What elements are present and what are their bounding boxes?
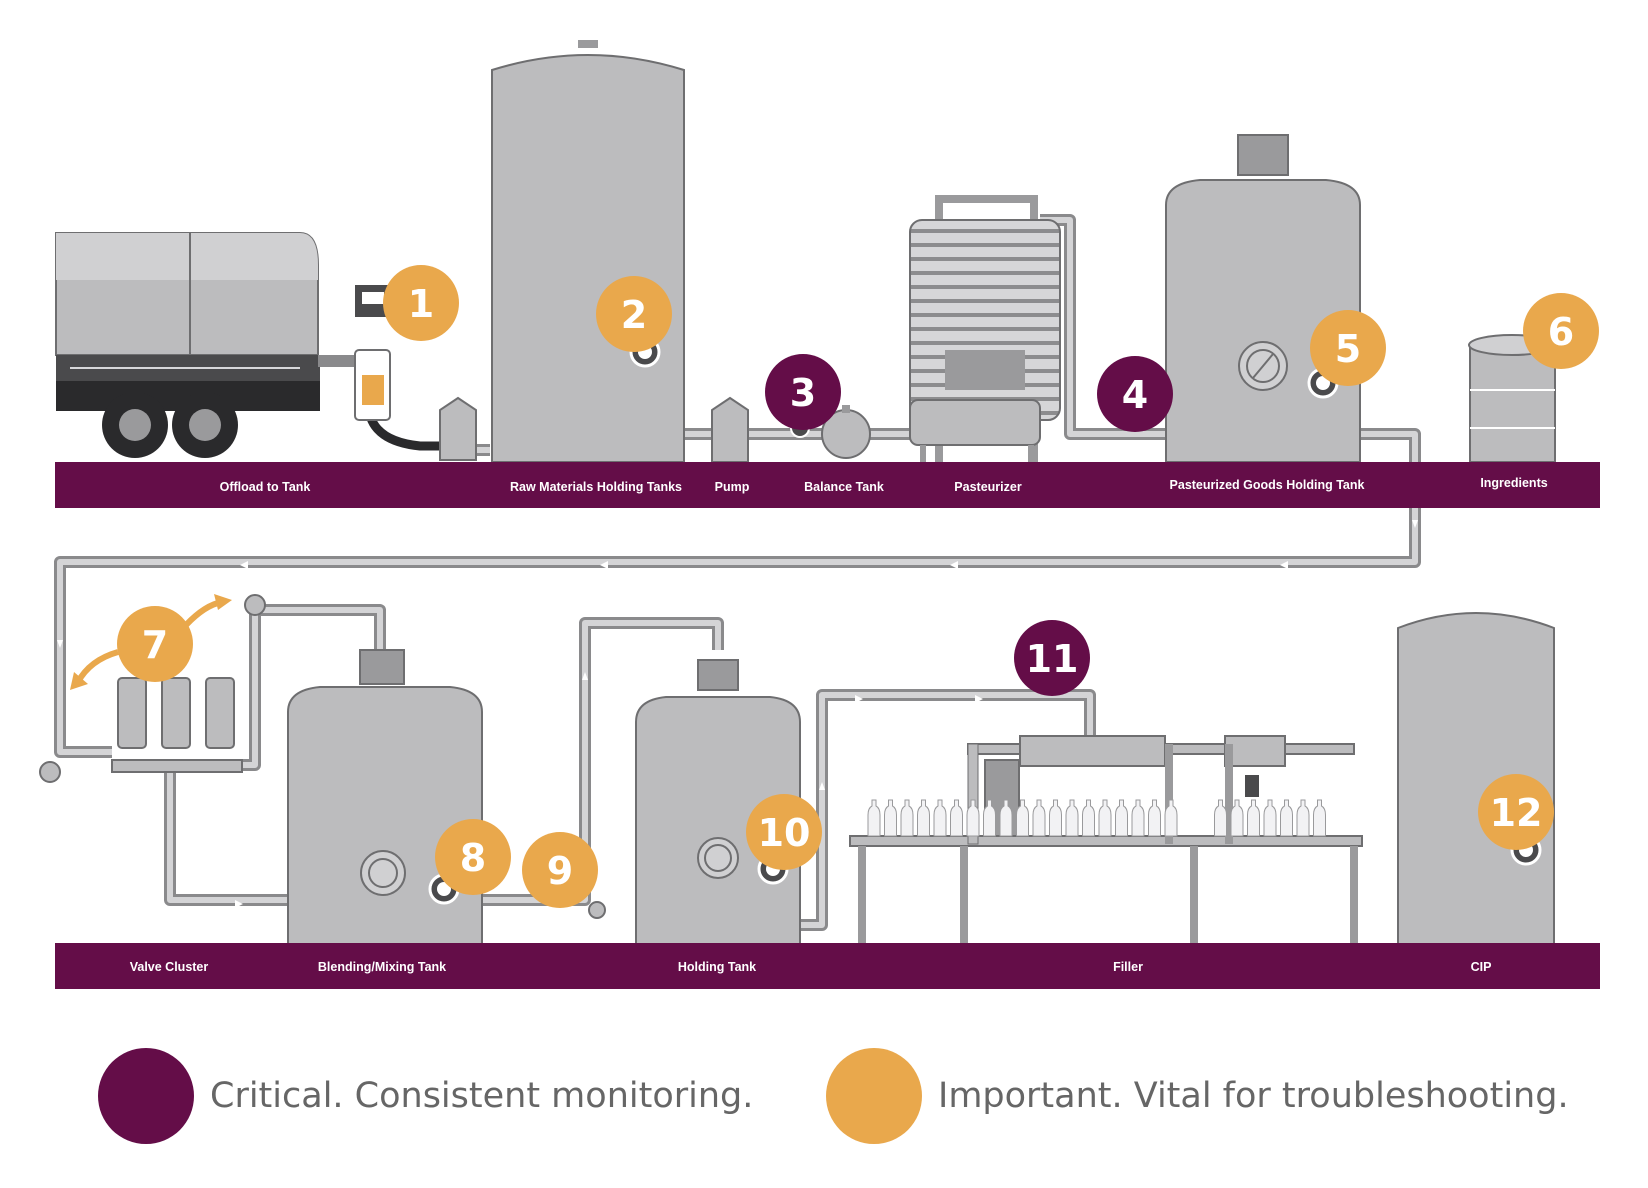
bottle-icon: [933, 799, 947, 837]
bottle-icon: [884, 799, 897, 837]
floor-labels-row1: Offload to Tank Raw Materials Holding Ta…: [220, 476, 1548, 494]
marker-4-number: 4: [1122, 373, 1148, 417]
bottle-icon: [1313, 799, 1326, 837]
legend-important-text: Important. Vital for troubleshooting.: [938, 1076, 1569, 1116]
blending-mixing-tank: [287, 649, 483, 946]
bottle-icon: [983, 799, 996, 837]
bottle-icon: [900, 799, 914, 837]
marker-7: 7: [117, 606, 193, 682]
filler-machine-icon: [849, 735, 1363, 944]
marker-9: 9: [522, 832, 598, 908]
important-dot-icon: [826, 1048, 922, 1144]
marker-5-number: 5: [1335, 327, 1361, 371]
bottle-icon: [966, 799, 980, 837]
pasteurized-goods-tank: [1165, 134, 1361, 463]
marker-10-number: 10: [758, 811, 811, 855]
label-blending-mixing-tank: Blending/Mixing Tank: [318, 960, 446, 974]
bottle-icon: [1082, 799, 1095, 837]
bottle-icon: [1016, 799, 1029, 837]
bottle-icon: [1032, 799, 1046, 837]
bottle-icon: [1065, 799, 1079, 837]
bottle-icon: [950, 799, 963, 837]
bottle-icon: [1049, 799, 1062, 837]
floor-labels-row2: Valve Cluster Blending/Mixing Tank Holdi…: [130, 960, 1492, 974]
bottle-icon: [1164, 799, 1178, 837]
marker-11: 11: [1014, 620, 1090, 696]
marker-2: 2: [596, 276, 672, 352]
raw-materials-tank: [491, 40, 685, 463]
marker-7-number: 7: [142, 623, 168, 667]
small-pump-icon: [439, 396, 477, 461]
floor-strip-row2: [55, 943, 1600, 989]
pipes-row2: [112, 604, 1096, 931]
marker-2-number: 2: [621, 293, 647, 337]
valve-cluster-icon: [39, 594, 266, 783]
marker-3: 3: [765, 354, 841, 430]
marker-12-number: 12: [1490, 791, 1543, 835]
label-balance-tank: Balance Tank: [804, 480, 884, 494]
bottle-icon: [1098, 799, 1112, 837]
pump-icon: [711, 396, 749, 463]
marker-12: 12: [1478, 774, 1554, 850]
label-filler: Filler: [1113, 960, 1143, 974]
label-pasteurizer: Pasteurizer: [954, 480, 1022, 494]
marker-8: 8: [435, 819, 511, 895]
marker-1-number: 1: [408, 282, 434, 326]
bottle-icon: [1230, 799, 1244, 837]
label-ingredients: Ingredients: [1480, 476, 1547, 490]
bottle-icon: [1263, 799, 1277, 837]
bottle-icon: [1280, 799, 1293, 837]
label-pasteurized-goods-holding-tank: Pasteurized Goods Holding Tank: [1170, 478, 1365, 492]
label-valve-cluster: Valve Cluster: [130, 960, 209, 974]
sensor-markers: 1 2 3 4 5 6 7 8 9 10 11 12: [117, 265, 1599, 908]
pasteurizer-icon: [909, 195, 1061, 463]
marker-11-number: 11: [1026, 637, 1079, 681]
bottle-icon: [1131, 799, 1145, 837]
label-offload-to-tank: Offload to Tank: [220, 480, 311, 494]
bottle-icon: [1148, 799, 1161, 837]
bottle-icon: [1296, 799, 1310, 837]
bottle-icon: [867, 799, 881, 837]
marker-4: 4: [1097, 356, 1173, 432]
legend-critical-text: Critical. Consistent monitoring.: [210, 1076, 754, 1116]
marker-8-number: 8: [460, 836, 486, 880]
bottle-icon: [1247, 799, 1260, 837]
marker-3-number: 3: [790, 371, 816, 415]
label-cip: CIP: [1471, 960, 1492, 974]
tanker-truck-icon: [55, 232, 440, 458]
critical-dot-icon: [98, 1048, 194, 1144]
marker-1: 1: [383, 265, 459, 341]
bottle-row: [867, 799, 1326, 837]
legend-important: Important. Vital for troubleshooting.: [826, 1048, 1569, 1144]
floor-strip-row1: [55, 462, 1600, 508]
bottle-icon: [1115, 799, 1128, 837]
marker-10: 10: [746, 794, 822, 870]
marker-9-number: 9: [547, 849, 573, 893]
marker-6-number: 6: [1548, 310, 1574, 354]
marker-5: 5: [1310, 310, 1386, 386]
cip-tank: [1397, 612, 1555, 946]
legend-critical: Critical. Consistent monitoring.: [98, 1048, 753, 1144]
marker-6: 6: [1523, 293, 1599, 369]
bottle-icon: [917, 799, 930, 837]
label-pump: Pump: [715, 480, 750, 494]
label-raw-materials-holding-tanks: Raw Materials Holding Tanks: [510, 480, 682, 494]
label-holding-tank: Holding Tank: [678, 960, 756, 974]
bottle-icon: [999, 799, 1013, 837]
bottle-icon: [1214, 799, 1227, 837]
